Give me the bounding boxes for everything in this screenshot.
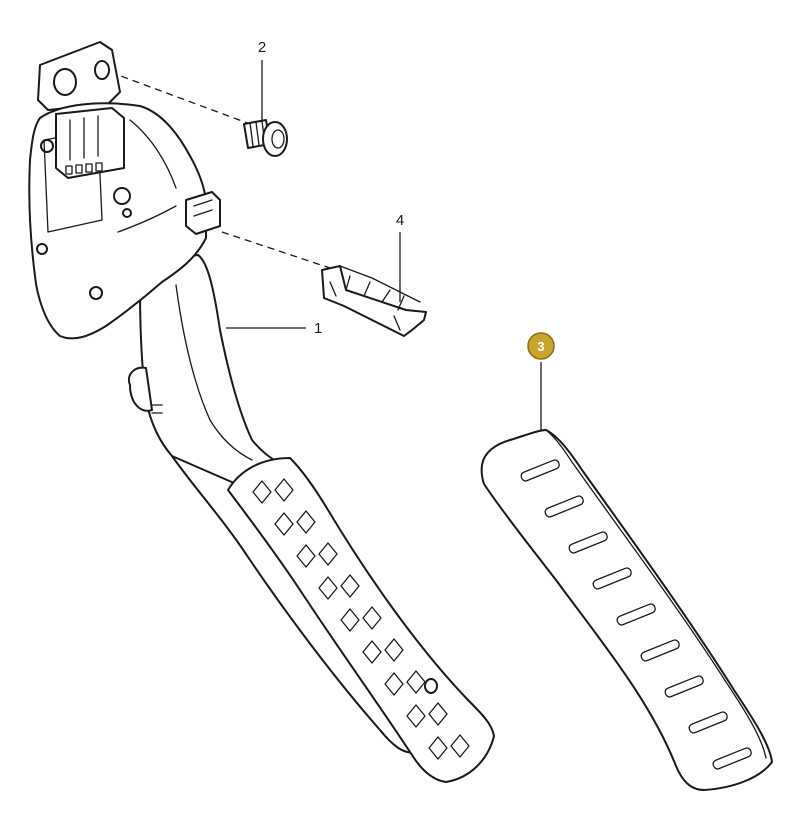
connector-ribs [69,115,99,161]
bolt-head-recess [271,129,285,149]
grip-diamond [362,640,382,664]
connector-pins [65,162,103,175]
pad-slot [640,639,680,662]
clip-body [321,265,427,337]
grip-diamond [384,638,404,662]
pedal-grip-diamonds [252,478,470,760]
grip-diamond [318,576,338,600]
grip-diamond [318,542,338,566]
pad-slot [712,747,752,770]
pedal-pad [227,457,495,783]
callout-2: 2 [258,39,266,56]
bracket-hole-2 [94,60,110,80]
part-4-clip[interactable] [321,265,427,337]
part-3-pedal-pad-cover[interactable] [480,429,773,791]
grip-diamond [428,702,448,726]
pad-cover-outline [480,429,773,791]
assembly-line-bolt [109,71,251,125]
grip-diamond [362,606,382,630]
grip-diamond [384,672,404,696]
callout-3: 3 [537,339,544,354]
part-1-pedal-assembly[interactable] [28,41,495,783]
pad-cover-slots [520,459,752,770]
callout-3-badge[interactable]: 3 [527,332,555,360]
grip-diamond [340,608,360,632]
housing-screw-1 [40,139,54,153]
pad-slot [544,495,584,518]
callout-3-circle [527,332,555,360]
grip-diamond [296,544,316,568]
pad-slot [592,567,632,590]
pivot-stub [128,366,153,412]
callout-1: 1 [314,320,322,337]
housing-screw-4 [36,243,48,255]
grip-diamond [296,510,316,534]
grip-diamond [406,704,426,728]
pad-hole [424,678,438,694]
grip-diamond [274,478,294,502]
housing-connector [55,107,125,179]
callout-4: 4 [396,212,404,229]
clip-details [339,265,421,311]
pad-slot [616,603,656,626]
grip-diamond [406,670,426,694]
grip-diamond [252,480,272,504]
pad-slot [568,531,608,554]
side-plug-ribs [193,199,213,217]
clip-tabs [329,281,401,331]
pad-cover-edge [545,429,767,759]
housing-screw-5 [89,286,103,300]
housing-screw-3 [122,208,132,218]
part-2-bolt[interactable] [243,119,288,157]
pad-slot [664,675,704,698]
grip-diamond [274,512,294,536]
pad-slot [520,459,560,482]
pivot-ribs [151,404,163,414]
grip-diamond [428,736,448,760]
bracket-hole [53,68,77,96]
pad-slot [688,711,728,734]
housing-contours [117,119,177,233]
grip-diamond [340,574,360,598]
grip-diamond [450,734,470,758]
assembly-line-clip [221,231,331,269]
housing-screw-2 [113,187,131,205]
arm-edge [175,284,253,461]
